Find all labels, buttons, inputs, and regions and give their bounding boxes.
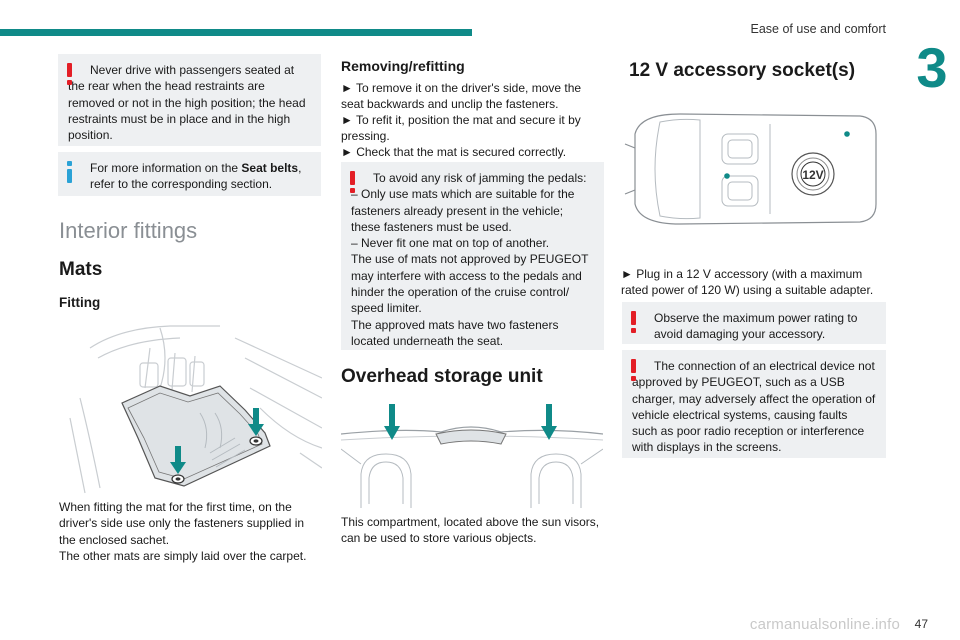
step-remove: ► To remove it on the driver's side, mov… (341, 81, 582, 112)
warning-text: Never drive with passengers seated at th… (68, 63, 306, 143)
info-text-pre: For more information on the (90, 161, 242, 175)
heading-removing-refitting: Removing/refitting (341, 58, 465, 74)
heading-mats: Mats (59, 259, 103, 280)
page-number: 47 (914, 617, 928, 631)
warning-note-pedals: To avoid any risk of jamming the pedals:… (341, 162, 604, 350)
heading-accessory-socket: 12 V accessory socket(s) (629, 60, 856, 81)
socket-step: ► Plug in a 12 V accessory (with a maxim… (621, 267, 874, 298)
chapter-number: 3 (916, 36, 948, 99)
overhead-text: This compartment, located above the sun … (341, 515, 600, 546)
step-check: ► Check that the mat is secured correctl… (341, 145, 567, 159)
warning-icon (67, 63, 72, 85)
watermark: carmanualsonline.info (749, 616, 900, 633)
seat-belts-link-text: Seat belts (241, 161, 299, 175)
socket-12v-label: 12V (802, 168, 823, 182)
heading-overhead-storage: Overhead storage unit (341, 366, 543, 387)
warning-icon (631, 311, 636, 333)
warning-note-power-rating: Observe the maximum power rating to avoi… (622, 302, 886, 344)
header-accent-bar (0, 29, 472, 36)
section-title-interior-fittings: Interior fittings (59, 218, 198, 243)
info-note-seat-belts: For more information on the Seat belts, … (58, 152, 321, 196)
accessory-socket-illustration: 12V (624, 113, 877, 225)
info-icon (67, 161, 72, 183)
step-refit: ► To refit it, position the mat and secu… (341, 113, 581, 144)
heading-fitting: Fitting (59, 295, 101, 310)
chapter-tab: 3 (904, 0, 960, 100)
warning-text: To avoid any risk of jamming the pedals:… (351, 171, 589, 348)
mat-fitting-illustration (69, 325, 322, 494)
warning-note-head-restraints: Never drive with passengers seated at th… (58, 54, 321, 146)
warning-note-electrical-device: The connection of an electrical device n… (622, 350, 886, 458)
info-text-post: , refer to the corresponding section. (90, 161, 302, 192)
warning-text: Observe the maximum power rating to avoi… (654, 311, 858, 342)
header-title: Ease of use and comfort (750, 22, 887, 36)
warning-text: The connection of an electrical device n… (632, 359, 876, 455)
fitting-text: When fitting the mat for the first time,… (59, 500, 307, 563)
warning-icon (631, 359, 636, 381)
warning-icon (350, 171, 355, 193)
overhead-storage-illustration (341, 404, 603, 508)
